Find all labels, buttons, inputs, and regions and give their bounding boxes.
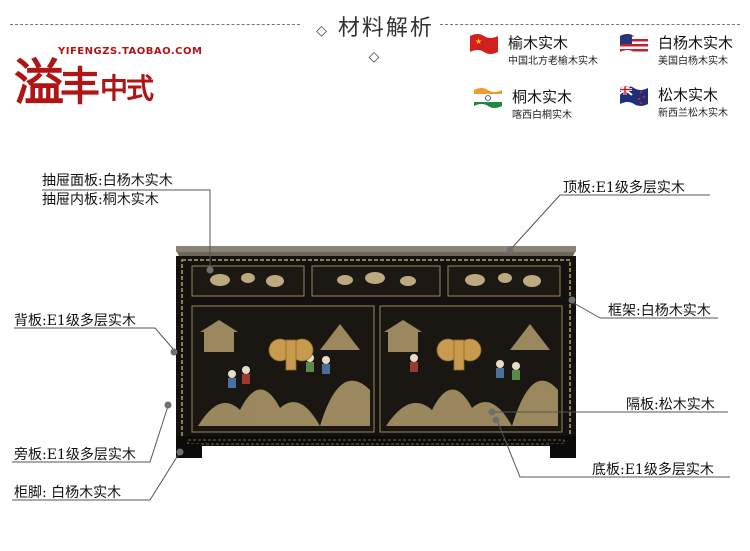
cabinet-illustration — [176, 246, 576, 458]
legend-desc: 中国北方老榆木实木 — [508, 56, 598, 67]
logo-url: YIFENGZS.TAOBAO.COM — [58, 46, 203, 57]
label-drawer-inner: 抽屉内板:桐木实木 — [42, 192, 159, 208]
label-bottom-board: 底板:E1级多层实木 — [592, 462, 714, 478]
svg-text:溢: 溢 — [14, 53, 63, 112]
new-zealand-flag-icon — [620, 86, 648, 106]
label-side-board: 旁板:E1级多层实木 — [14, 447, 136, 463]
svg-text:中式: 中式 — [100, 72, 154, 105]
legend-desc: 新西兰松木实木 — [658, 108, 728, 119]
legend-name: 榆木实木 — [508, 34, 569, 52]
brand-logo-mark: 溢 丰 中式 — [14, 53, 156, 112]
drawer-row — [191, 265, 561, 297]
legend-name: 松木实木 — [658, 86, 719, 104]
svg-text:丰: 丰 — [60, 63, 99, 110]
label-drawer-face: 抽屉面板:白杨木实木 — [42, 173, 173, 189]
legend-desc: 喀西白桐实木 — [512, 110, 572, 121]
india-flag-icon — [474, 88, 502, 108]
label-shelf: 隔板:松木实木 — [626, 397, 715, 413]
label-top-board: 顶板:E1级多层实木 — [563, 180, 685, 196]
section-title: ◇ 材料解析 ◇ — [316, 16, 434, 65]
svg-text:★: ★ — [475, 37, 482, 46]
legend-name: 白杨木实木 — [658, 34, 734, 52]
header-divider-right — [440, 24, 740, 25]
header-divider-left — [10, 24, 300, 25]
cabinet-doors — [191, 305, 563, 433]
cabinet-leg-right — [550, 444, 576, 458]
cabinet-leg-left — [176, 444, 202, 458]
legend-name: 桐木实木 — [512, 88, 573, 106]
usa-flag-icon — [620, 34, 648, 54]
door-hardware — [268, 338, 482, 371]
label-legs: 柜脚: 白杨木实木 — [14, 485, 122, 501]
legend-desc: 美国白杨木实木 — [658, 56, 728, 67]
brand-logo: 溢 丰 中式 — [14, 42, 164, 123]
china-flag-icon: ★ — [470, 34, 498, 54]
label-back-board: 背板:E1级多层实木 — [14, 313, 136, 329]
label-frame: 框架:白杨木实木 — [608, 303, 711, 319]
